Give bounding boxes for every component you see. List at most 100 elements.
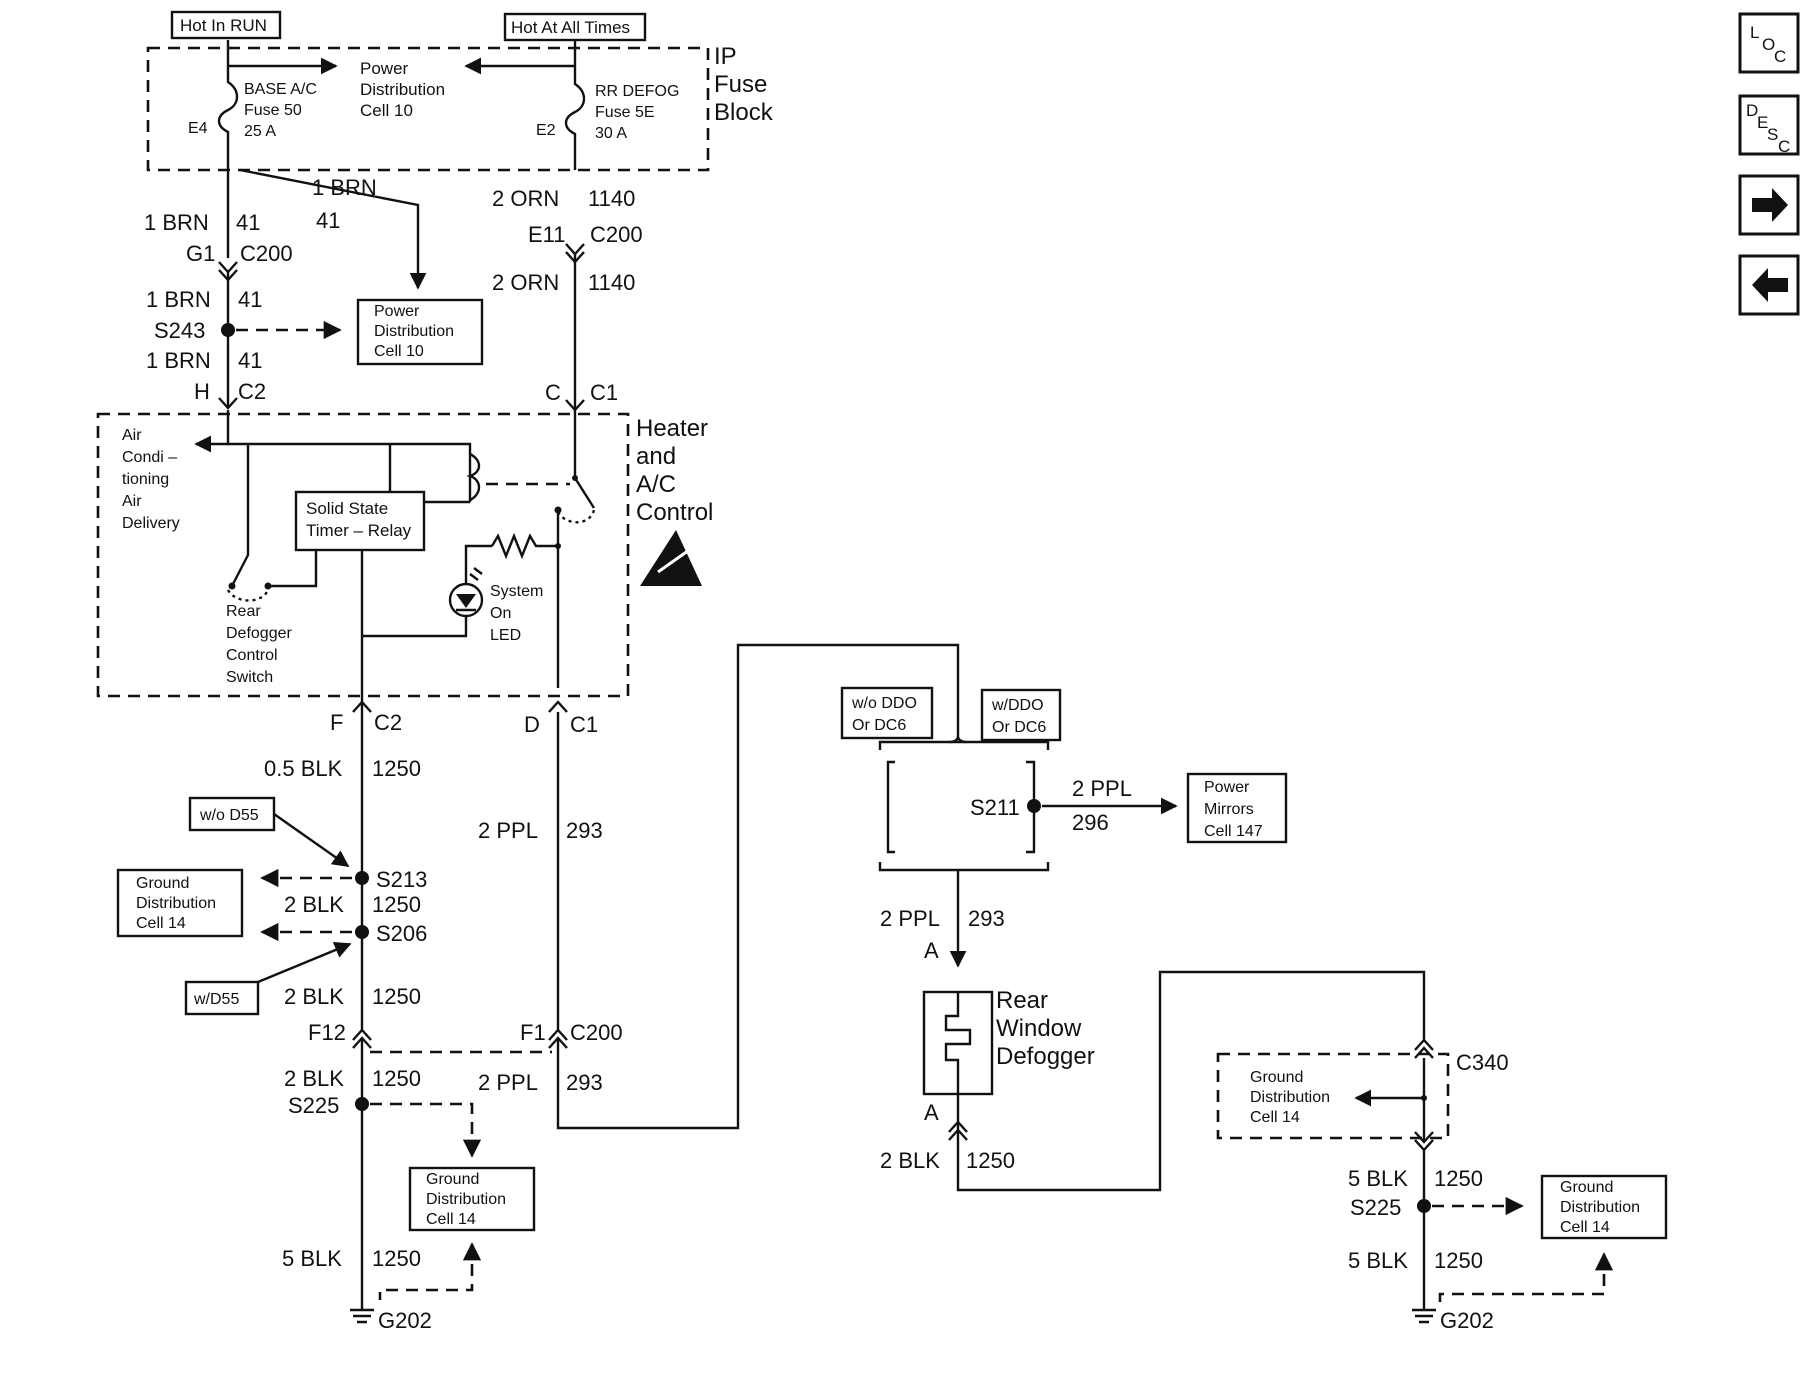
next-page-button[interactable] <box>1738 174 1800 236</box>
left-fuse-terminal: E4 <box>188 120 208 137</box>
middle-c200-pin: F1 <box>520 1020 546 1045</box>
splice-s206 <box>355 925 369 939</box>
loc-button[interactable]: L O C <box>1738 12 1800 74</box>
splice-s225-left-label: S225 <box>288 1093 339 1118</box>
left-conn1-name: C200 <box>240 241 293 266</box>
right-conn1-pin: E11 <box>528 222 566 247</box>
far-right-seg2-color: 5 BLK <box>1348 1248 1408 1273</box>
lower-left-seg2-circuit: 1250 <box>372 892 421 917</box>
defogger-pin-a-top: A <box>924 938 939 963</box>
splice-s225-left <box>355 1097 369 1111</box>
right-fuse-symbol <box>564 58 586 170</box>
svg-text:C: C <box>1778 137 1790 156</box>
ground-distribution-left-box <box>116 868 244 938</box>
defogger-switch-contact <box>228 582 236 590</box>
hvac-control-outline <box>96 412 630 698</box>
option-w-ddo-box <box>980 688 1062 742</box>
splice-s243 <box>221 323 235 337</box>
lower-left-seg2-color: 2 BLK <box>284 892 344 917</box>
c340-ground-outline <box>1216 1052 1450 1140</box>
left-seg2-color: 1 BRN <box>146 287 211 312</box>
right-seg2-circuit: 1250 <box>966 1148 1015 1173</box>
lower-left-seg5-circuit: 1250 <box>372 1246 421 1271</box>
right-seg1-circuit: 293 <box>968 906 1005 931</box>
esd-warning-icon <box>640 530 702 586</box>
left-conn1-pin: G1 <box>186 241 215 266</box>
ground-symbol-left <box>350 1296 374 1324</box>
hot-in-run-label: Hot In RUN <box>180 16 267 35</box>
left-seg1-circuit: 41 <box>236 210 260 235</box>
desc-button[interactable]: D E S C <box>1738 94 1800 156</box>
middle-seg1-circuit: 293 <box>566 818 603 843</box>
lower-left-seg5-color: 5 BLK <box>282 1246 342 1271</box>
left-conn2-name: C2 <box>238 379 266 404</box>
left-fuse-symbol <box>217 58 239 170</box>
prev-page-button[interactable] <box>1738 254 1800 316</box>
power-distribution-cell10-box <box>356 298 484 366</box>
middle-seg2-color: 2 PPL <box>478 1070 538 1095</box>
far-right-seg1-circuit: 1250 <box>1434 1166 1483 1191</box>
ground-distribution-right-box <box>1540 1174 1668 1240</box>
svg-text:D: D <box>1746 101 1758 120</box>
ppl-296-color: 2 PPL <box>1072 776 1132 801</box>
svg-text:S: S <box>1767 125 1778 144</box>
ground-g202-right: G202 <box>1440 1308 1494 1333</box>
splice-s225-right-label: S225 <box>1350 1195 1401 1220</box>
splice-s225-right <box>1417 1199 1431 1213</box>
lower-left-conn-name: C2 <box>374 710 402 735</box>
left-seg3-color: 1 BRN <box>146 348 211 373</box>
right-seg2-color: 2 ORN <box>492 270 559 295</box>
option-w-d55-box <box>184 980 260 1016</box>
svg-text:O: O <box>1762 35 1775 54</box>
right-seg1-color: 2 ORN <box>492 186 559 211</box>
defogger-grid-icon <box>944 992 972 1094</box>
right-conn2-pin: C <box>545 380 561 405</box>
svg-text:E: E <box>1757 113 1768 132</box>
relay-coil <box>466 452 481 502</box>
splice-s213 <box>355 871 369 885</box>
option-w-d55-text: w/D55 <box>193 991 239 1008</box>
hot-in-run-box <box>170 10 282 40</box>
lower-left-c200-pin: F12 <box>308 1020 346 1045</box>
defogger-pin-a-bottom: A <box>924 1100 939 1125</box>
middle-seg2-circuit: 293 <box>566 1070 603 1095</box>
far-right-seg1-color: 5 BLK <box>1348 1166 1408 1191</box>
ground-distribution-bottom-box <box>408 1166 536 1232</box>
right-seg2-circuit: 1140 <box>588 270 635 295</box>
c340-label: C340 <box>1456 1050 1509 1075</box>
lower-left-seg1-color: 0.5 BLK <box>264 756 343 781</box>
right-seg1-circuit: 1140 <box>588 186 635 211</box>
option-wo-d55-text: w/o D55 <box>199 807 259 824</box>
lower-left-conn-pin: F <box>330 710 343 735</box>
right-conn1-name: C200 <box>590 222 643 247</box>
arrow-left-icon <box>1752 268 1788 302</box>
lower-left-seg3-color: 2 BLK <box>284 984 344 1009</box>
right-seg1-color: 2 PPL <box>880 906 940 931</box>
ppl-296-circuit: 296 <box>1072 810 1109 835</box>
middle-seg1-color: 2 PPL <box>478 818 538 843</box>
lower-left-seg4-color: 2 BLK <box>284 1066 344 1091</box>
brn-branch-color: 1 BRN <box>312 175 377 200</box>
right-seg2-color: 2 BLK <box>880 1148 940 1173</box>
left-seg2-circuit: 41 <box>238 287 262 312</box>
splice-s243-label: S243 <box>154 318 205 343</box>
far-right-seg2-circuit: 1250 <box>1434 1248 1483 1273</box>
svg-text:L: L <box>1750 23 1759 42</box>
